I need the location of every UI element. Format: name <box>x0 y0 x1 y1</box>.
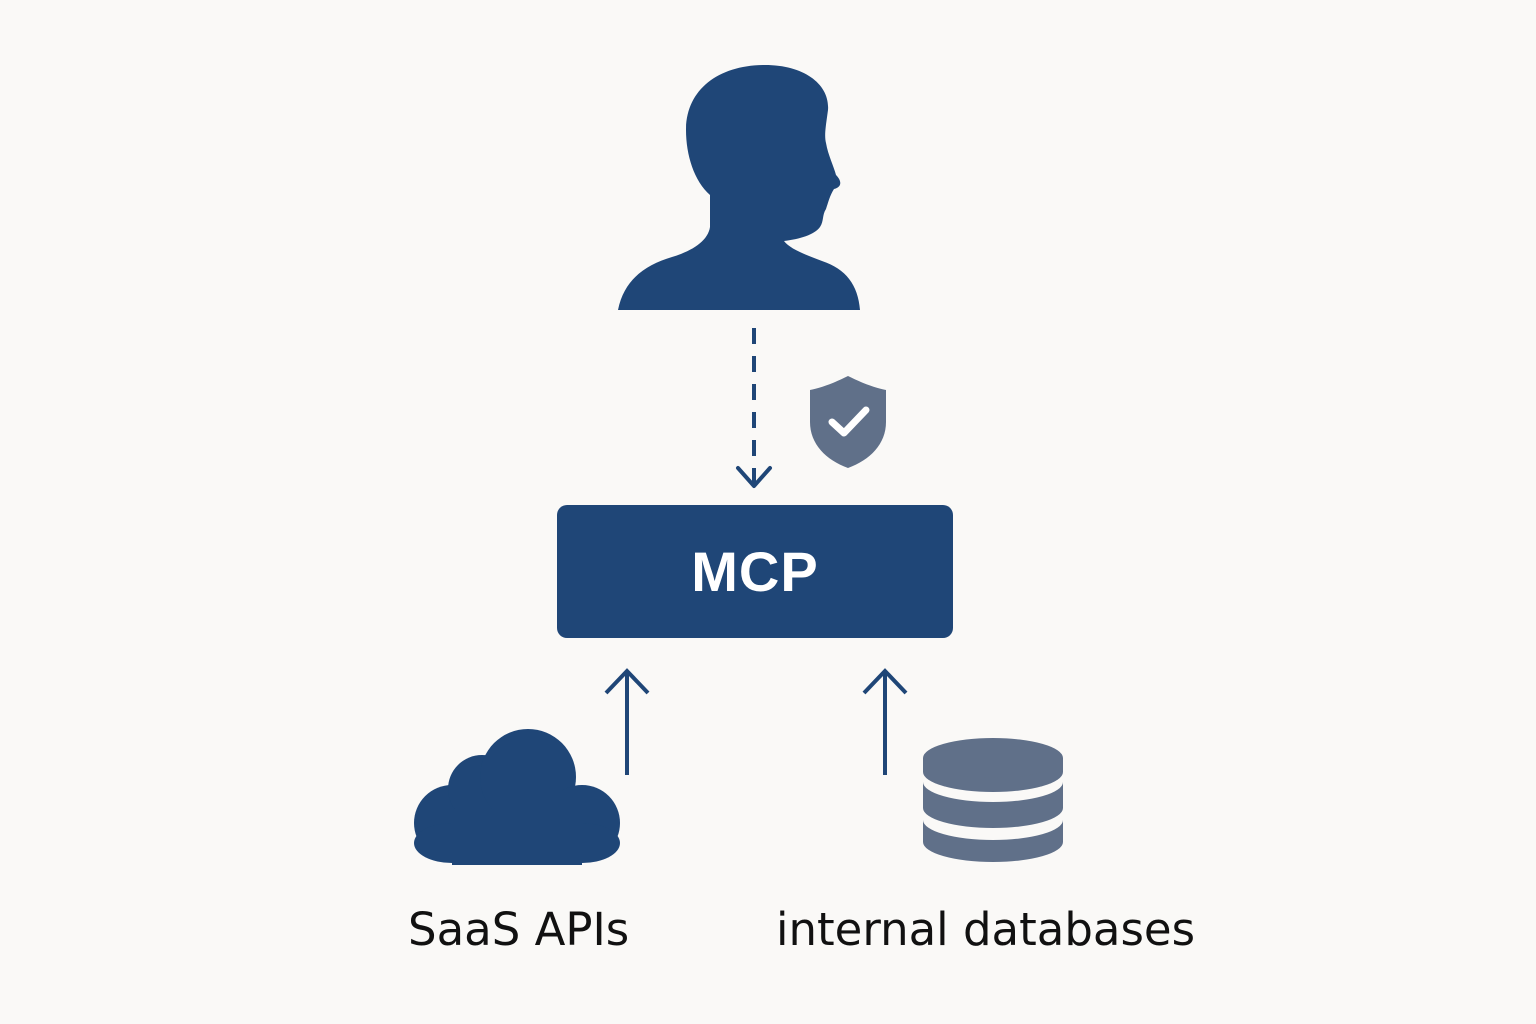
arrow-saas-to-mcp <box>604 668 650 775</box>
shield-check-icon <box>810 376 886 468</box>
cloud-icon <box>414 729 620 865</box>
mcp-label: MCP <box>691 540 819 603</box>
person-silhouette-icon <box>618 65 860 310</box>
mcp-box: MCP <box>557 505 953 638</box>
internal-databases-label: internal databases <box>776 903 1196 956</box>
dashed-arrow-user-to-mcp <box>736 328 772 488</box>
database-icon <box>923 738 1063 862</box>
saas-apis-label: SaaS APIs <box>408 903 630 956</box>
arrow-databases-to-mcp <box>862 668 908 775</box>
